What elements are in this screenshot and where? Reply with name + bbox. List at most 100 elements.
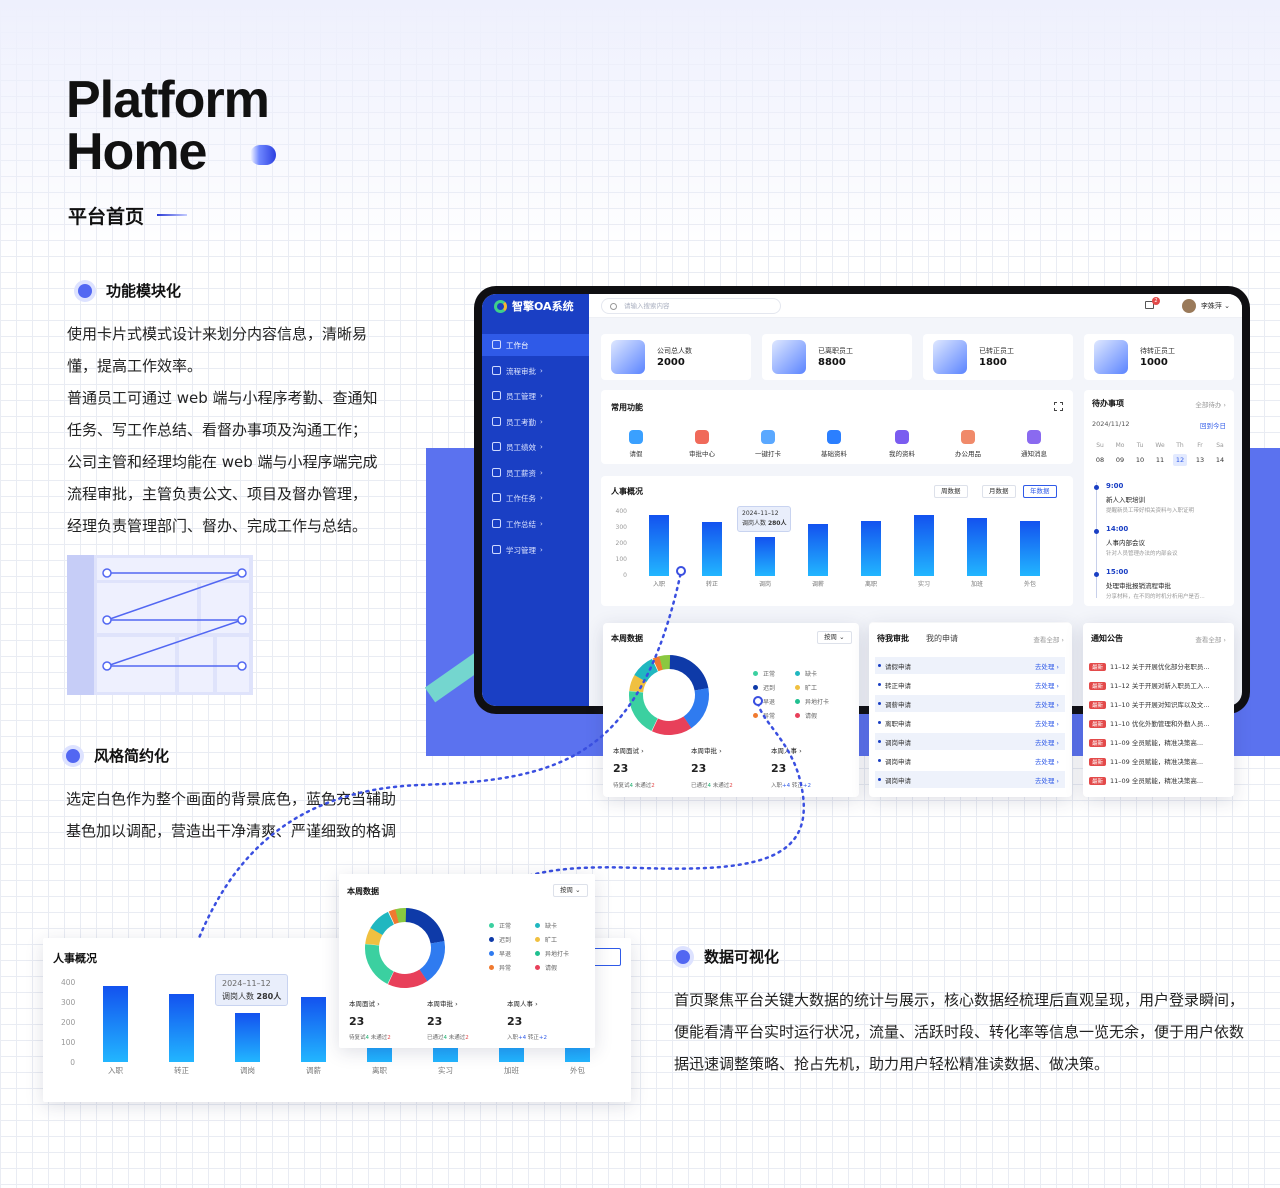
nav-item-approval[interactable]: 流程审批›	[482, 360, 589, 382]
x-tick-label: 实习	[438, 1066, 453, 1075]
style-text: 选定白色作为整个画面的背景底色，蓝色充当辅助基色加以调配，营造出干净清爽、严谨细…	[66, 790, 397, 840]
approval-row[interactable]: 调薪申请去处理 ›	[875, 695, 1065, 712]
back-today-link[interactable]: 回到今日	[1200, 422, 1226, 430]
func-leave[interactable]: 请假	[611, 430, 661, 458]
func-office-supplies[interactable]: 办公用品	[943, 430, 993, 458]
bullet-icon	[78, 283, 92, 298]
regular-icon	[933, 340, 967, 374]
nav-item-tasks[interactable]: 工作任务›	[482, 487, 589, 509]
week-approval[interactable]: 本周审批 ›	[691, 747, 722, 755]
approval-row[interactable]: 调岗申请去处理 ›	[875, 771, 1065, 788]
y-tick-label: 400	[615, 508, 627, 515]
x-tick-label: 外包	[570, 1066, 585, 1075]
bar[interactable]	[914, 515, 934, 576]
people-icon	[611, 340, 645, 374]
nav-item-performance[interactable]: 员工绩效›	[482, 436, 589, 458]
func-my-info[interactable]: 我的资料	[877, 430, 927, 458]
func-approval-center[interactable]: 审批中心	[677, 430, 727, 458]
x-tick-label: 实习	[917, 581, 930, 588]
calendar-weekday: Th	[1176, 442, 1184, 449]
section-heading-style: 风格简约化	[66, 745, 169, 766]
bar[interactable]	[235, 1013, 260, 1062]
search-input[interactable]: 请输入搜索内容	[601, 298, 781, 314]
calendar-weekday: Fr	[1197, 442, 1203, 449]
week-hr[interactable]: 本周人事 ›	[771, 747, 802, 755]
nav-item-salary[interactable]: 员工薪资›	[482, 462, 589, 484]
calendar-day[interactable]: 10	[1135, 456, 1145, 464]
avatar[interactable]	[1182, 299, 1196, 313]
tab-my-request[interactable]: 我的申请	[926, 634, 958, 643]
calendar-day[interactable]: 13	[1195, 456, 1205, 464]
nav-item-summary[interactable]: 工作总结›	[482, 513, 589, 535]
nav-item-workbench[interactable]: 工作台	[482, 334, 589, 356]
tab-week[interactable]: 周数据	[934, 485, 968, 498]
top-bar: 请输入搜索内容 2 李姝萍 ⌄	[589, 294, 1242, 318]
message-icon	[1027, 430, 1041, 444]
calendar-weekday: Mo	[1115, 442, 1125, 449]
grid-icon[interactable]	[1054, 402, 1063, 411]
notice-all-link[interactable]: 查看全部 ›	[1195, 636, 1226, 644]
notif-badge: 2	[1152, 297, 1160, 305]
calendar-day[interactable]: 14	[1215, 456, 1225, 464]
calendar-day[interactable]: 11	[1155, 456, 1165, 464]
bar[interactable]	[301, 997, 326, 1062]
bar[interactable]	[755, 536, 775, 576]
calendar-day[interactable]: 08	[1095, 456, 1105, 464]
bar[interactable]	[861, 520, 881, 576]
y-tick-label: 100	[61, 1038, 76, 1047]
approval-row[interactable]: 转正申请去处理 ›	[875, 676, 1065, 693]
common-functions-card: 常用功能 请假 审批中心 一键打卡 基础资料 我的资料 办公用品 通知消息	[601, 390, 1073, 464]
bar[interactable]	[808, 524, 828, 576]
subtitle-underline	[157, 214, 187, 216]
func-notifications[interactable]: 通知消息	[1009, 430, 1059, 458]
approval-row[interactable]: 调岗申请去处理 ›	[875, 733, 1065, 750]
user-name[interactable]: 李姝萍 ⌄	[1200, 302, 1230, 310]
period-select-large[interactable]: 按周 ⌄	[553, 884, 588, 897]
nav-item-attendance[interactable]: 员工考勤›	[482, 411, 589, 433]
func-clock-in[interactable]: 一键打卡	[743, 430, 793, 458]
calendar-day[interactable]: 12	[1173, 454, 1187, 466]
pending-icon	[1094, 340, 1128, 374]
nav-item-learning[interactable]: 学习管理›	[482, 539, 589, 561]
func-basic-info[interactable]: 基础资料	[809, 430, 859, 458]
resign-icon	[772, 340, 806, 374]
calendar-day[interactable]: 09	[1115, 456, 1125, 464]
bar[interactable]	[702, 521, 722, 576]
bar[interactable]	[967, 518, 987, 576]
approval-row[interactable]: 离职申请去处理 ›	[875, 714, 1065, 731]
bar[interactable]	[169, 994, 194, 1062]
approval-all-link[interactable]: 查看全部 ›	[1033, 636, 1064, 644]
bar[interactable]	[649, 515, 669, 576]
bag-icon	[961, 430, 975, 444]
tab-year[interactable]: 年数据	[1023, 485, 1057, 498]
approval-row[interactable]: 请假申请去处理 ›	[875, 657, 1065, 674]
todo-all-link[interactable]: 全部待办 ›	[1195, 401, 1226, 409]
approval-row[interactable]: 调岗申请去处理 ›	[875, 752, 1065, 769]
nav-item-staff[interactable]: 员工管理›	[482, 385, 589, 407]
bar[interactable]	[103, 986, 128, 1062]
tab-my-approval[interactable]: 待我审批	[877, 634, 909, 643]
week-interview[interactable]: 本周面试 ›	[613, 747, 644, 755]
dataviz-text: 首页聚焦平台关键大数据的统计与展示，核心数据经梳理后直观呈现，用户登录瞬间，便能…	[674, 991, 1245, 1073]
app-logo: 智擎OA系统	[494, 298, 574, 314]
x-tick-label: 调岗	[240, 1066, 255, 1075]
bar[interactable]	[1020, 520, 1040, 576]
tab-month[interactable]: 月数据	[982, 485, 1016, 498]
mail-icon[interactable]	[1145, 301, 1154, 309]
period-select[interactable]: 按周 ⌄	[817, 631, 852, 644]
weekly-data-card-large: 本周数据 按周 ⌄ 正常 迟到 早退 异常 缺卡 旷工 异地打卡 请假 本周面试…	[339, 874, 595, 1048]
